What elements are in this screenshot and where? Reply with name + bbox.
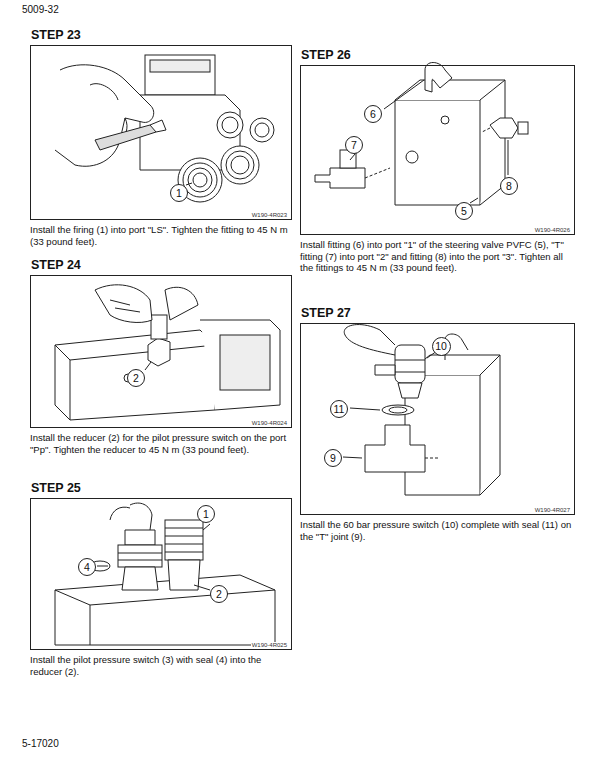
figure-code: W190-4R026 — [534, 227, 571, 233]
callout-number: 6 — [370, 109, 376, 120]
callout-circle: 7 — [345, 136, 363, 154]
step-panel: STEP 23W190-4R0231 — [30, 45, 292, 220]
step-panel: STEP 26W190-4R0266785 — [300, 65, 575, 235]
callout-number: 11 — [334, 404, 345, 415]
step-panel: STEP 24W190-4R0242 — [30, 275, 292, 428]
step-heading: STEP 23 — [31, 28, 81, 42]
callout-circle: 8 — [500, 177, 518, 195]
callout-circle: 1 — [170, 184, 188, 202]
callout-number: 9 — [330, 453, 336, 464]
callout-circle: 1 — [197, 505, 215, 523]
callout-circle: 2 — [210, 585, 228, 603]
callout-circle: 9 — [324, 449, 342, 467]
step-heading: STEP 24 — [31, 258, 81, 272]
step-heading: STEP 26 — [301, 48, 351, 62]
figure-code: W190-4R025 — [251, 642, 288, 648]
instruction-text: Install the pilot pressure switch (3) wi… — [30, 654, 292, 677]
pressure-switch-illustration — [55, 503, 275, 645]
page-number: 5009-32 — [22, 4, 142, 16]
instruction-text: Install the 60 bar pressure switch (10) … — [300, 519, 575, 542]
callout-circle: 6 — [364, 105, 382, 123]
callout-number: 1 — [203, 509, 209, 520]
reducer-illustration — [55, 285, 280, 420]
callout-circle: 2 — [127, 369, 145, 387]
callout-circle: 4 — [78, 558, 96, 576]
switch-valve-illustration — [343, 325, 500, 495]
figure-code: W190-4R023 — [251, 212, 288, 218]
callout-circle: 11 — [330, 400, 348, 418]
callout-number: 1 — [176, 188, 182, 199]
instruction-text: Install fitting (6) into port "1" of the… — [300, 239, 575, 274]
step-heading: STEP 25 — [31, 481, 81, 495]
valve-illustration — [55, 55, 274, 202]
step-panel: STEP 25W190-4R025142 — [30, 498, 292, 650]
callout-number: 2 — [133, 373, 139, 384]
callout-number: 4 — [84, 562, 90, 573]
callout-number: 10 — [435, 341, 447, 352]
callout-number: 7 — [351, 140, 357, 151]
instruction-text: Install the firing (1) into port "LS". T… — [30, 224, 292, 247]
page-number: 5-17020 — [22, 738, 142, 750]
instruction-text: Install the reducer (2) for the pilot pr… — [30, 432, 292, 455]
figure-code: W190-4R027 — [534, 507, 571, 513]
figure-code: W190-4R024 — [251, 420, 288, 426]
callout-circle: 5 — [455, 202, 473, 220]
callout-number: 2 — [216, 589, 222, 600]
step-heading: STEP 27 — [301, 306, 351, 320]
step-panel: STEP 27W190-4R02710119 — [300, 323, 575, 515]
callout-number: 8 — [506, 181, 512, 192]
callout-number: 5 — [461, 206, 467, 217]
steering-valve-illustration — [315, 63, 528, 206]
callout-circle: 10 — [432, 337, 451, 356]
